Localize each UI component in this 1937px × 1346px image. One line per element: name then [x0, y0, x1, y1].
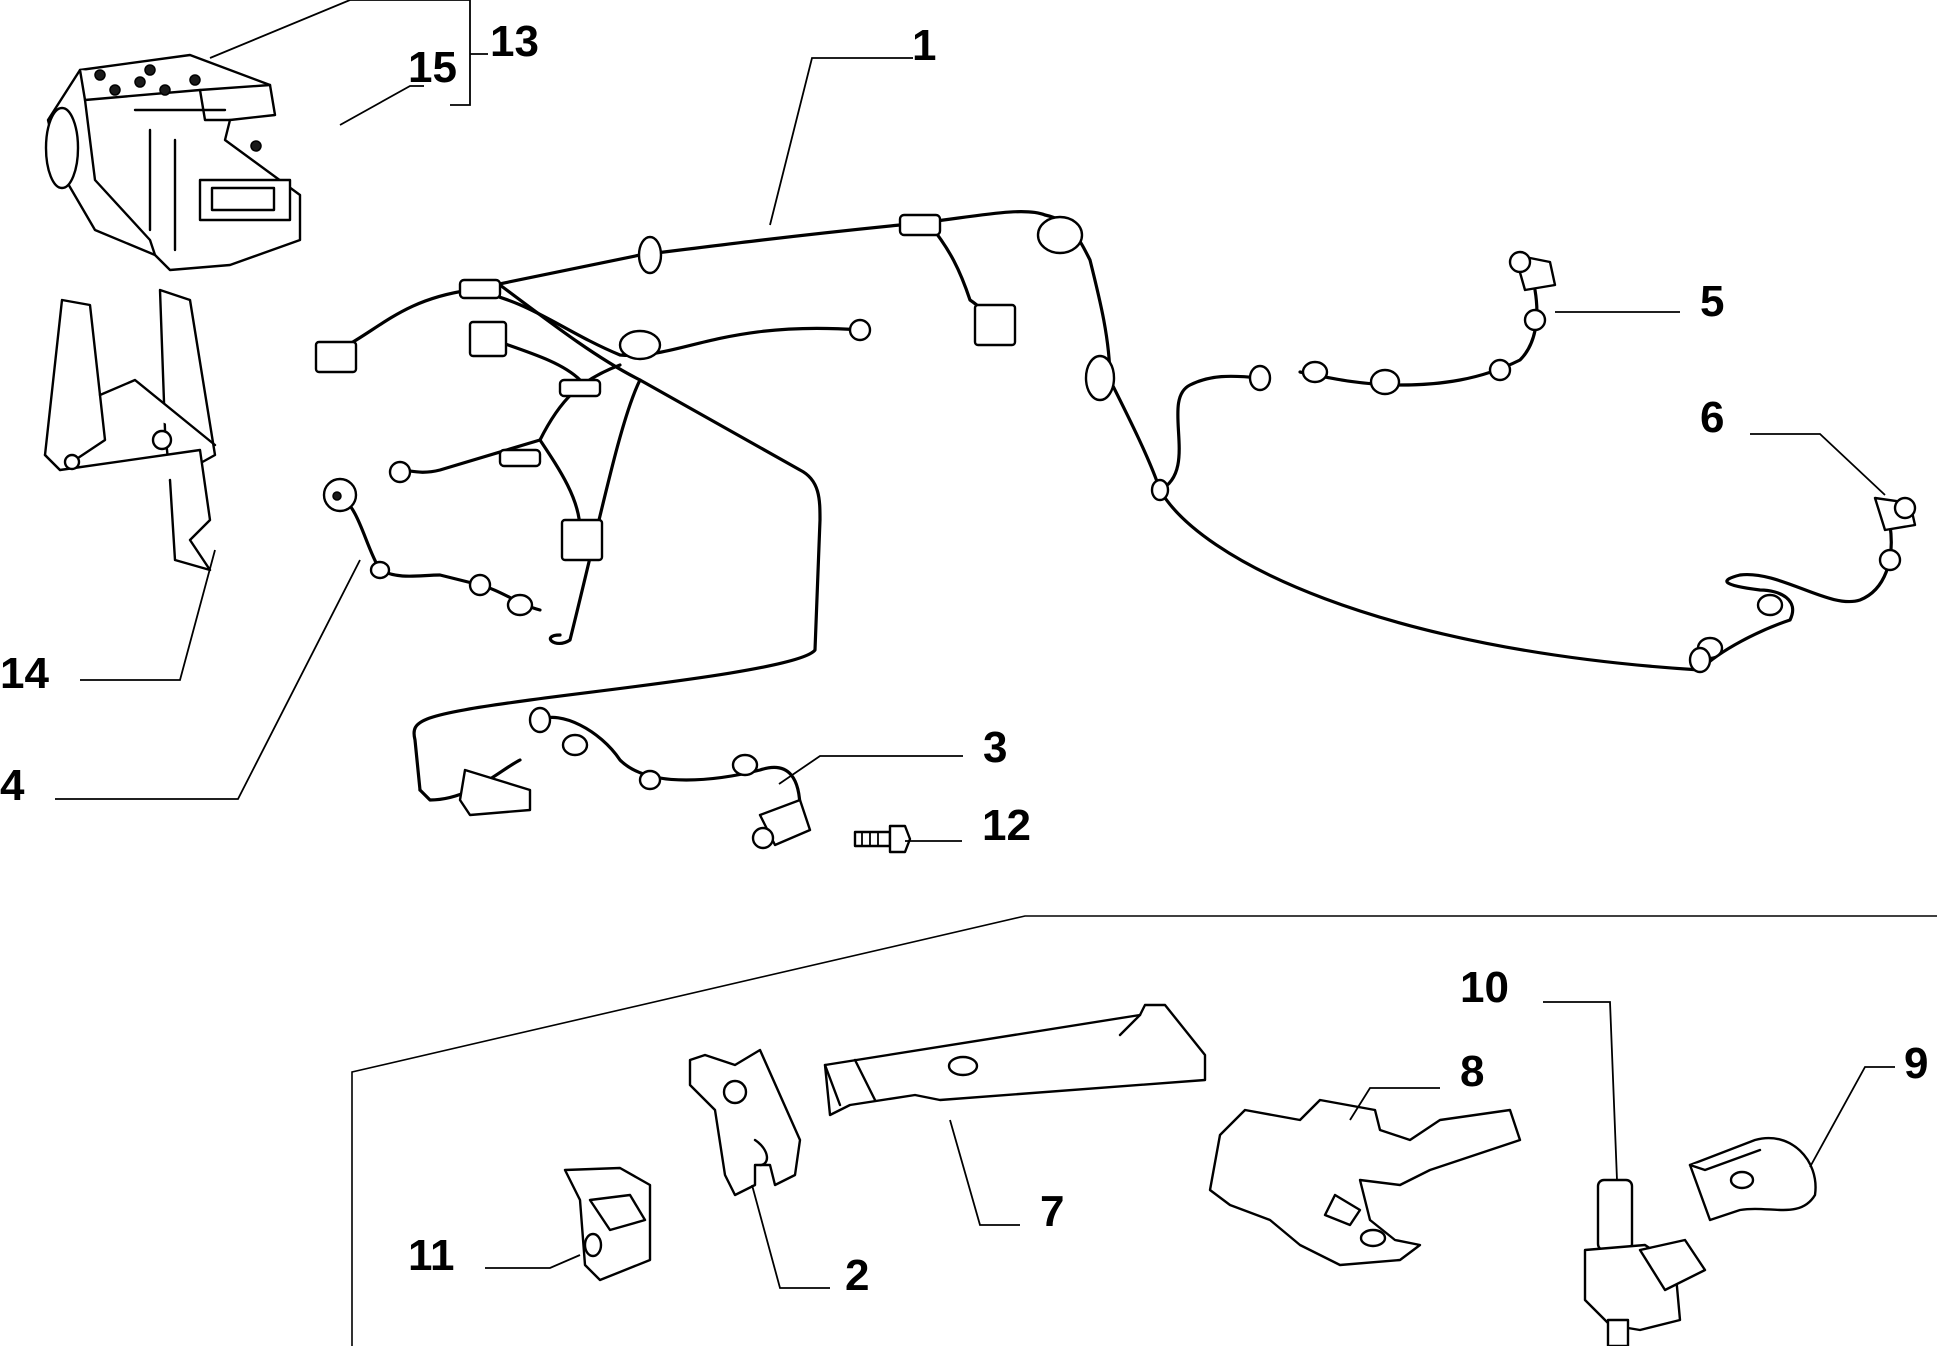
callout-6: 6 [1700, 393, 1724, 442]
callout-15: 15 [408, 43, 457, 92]
group-separator-line [351, 915, 1937, 1346]
front-right-sensor-cable [1248, 250, 1557, 396]
callout-13: 13 [490, 17, 539, 66]
callout-8: 8 [1460, 1047, 1484, 1096]
rear-right-sensor-cable [1688, 496, 1917, 674]
rear-left-sensor-cable [418, 706, 812, 850]
cable-clip [563, 1166, 652, 1282]
bolt [853, 824, 912, 854]
callout-7: 7 [1040, 1187, 1064, 1236]
callout-4: 4 [0, 761, 25, 810]
front-left-sensor-cable [322, 477, 542, 617]
callout-14: 14 [0, 649, 49, 698]
sensor-bracket [688, 1048, 802, 1197]
support-plate-bracket [823, 1003, 1207, 1117]
abs-hydraulic-unit [44, 53, 302, 272]
callout-9: 9 [1904, 1039, 1928, 1088]
sensor-10 [1583, 1178, 1707, 1346]
leader-lines [55, 0, 1895, 1289]
callout-12: 12 [982, 801, 1031, 850]
callout-labels: 1 13 15 5 6 14 4 3 12 10 9 8 7 11 2 [0, 17, 1928, 1300]
pipe-clamp [1688, 1137, 1817, 1222]
callout-3: 3 [983, 723, 1007, 772]
abs-mounting-bracket [43, 288, 217, 572]
callout-5: 5 [1700, 277, 1724, 326]
mounting-bracket-8 [1208, 1098, 1522, 1267]
callout-10: 10 [1460, 963, 1509, 1012]
callout-1: 1 [912, 21, 936, 70]
callout-2: 2 [845, 1251, 869, 1300]
main-wiring-harness [314, 210, 1702, 792]
callout-11: 11 [408, 1231, 455, 1280]
